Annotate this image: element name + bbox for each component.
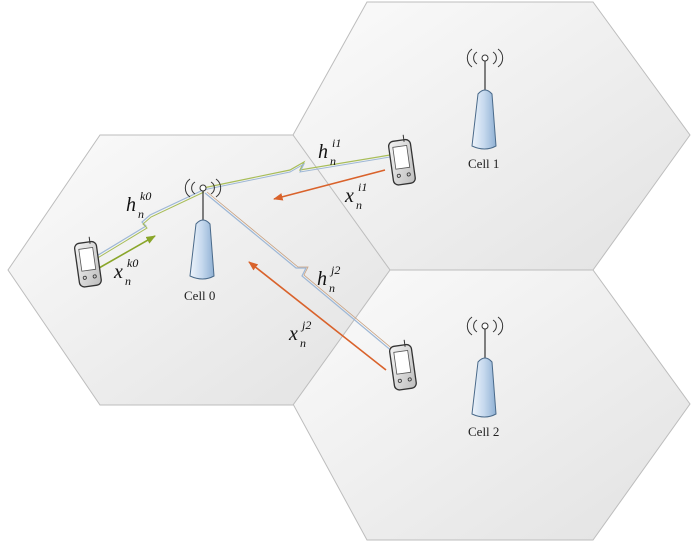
signal-sup: j2 [300,318,311,332]
signal-base: x [344,185,354,207]
signal-base: x [288,323,298,345]
channel-sup: i1 [332,136,341,150]
channel-sub: n [138,207,144,221]
signal-sub: n [125,274,131,288]
arrow-x-j2 [248,261,387,371]
tower-icon [189,219,215,280]
tower-icon [471,89,497,150]
channel-base: h [126,194,136,216]
arrow-x-i1 [273,169,386,201]
channel-sup: k0 [140,189,151,203]
channel-label-h-k0: h n k0 [126,189,151,221]
user-device-j [388,339,417,391]
base-station-cell-0 [184,178,222,280]
link-i1 [202,154,391,189]
signal-sub: n [300,336,306,350]
signal-label-x-k0: x n k0 [113,256,138,288]
antenna-waves-icon [184,178,222,198]
arrow-x-k0 [91,235,156,273]
channel-label-h-j2: h n j2 [317,263,340,295]
signal-sub: n [356,198,362,212]
signal-sup: i1 [358,180,367,194]
link-k0 [89,189,204,261]
channel-sub: n [329,281,335,295]
signal-label-x-j2: x n j2 [288,318,311,350]
channel-sub: n [330,154,336,168]
link-j2 [204,192,394,353]
cell-1-label: Cell 1 [468,156,499,171]
user-device-k [73,236,102,288]
signal-arrows [91,169,387,371]
channel-base: h [317,268,327,290]
base-station-cell-1 [466,48,504,150]
wireless-links [89,154,396,353]
antenna-waves-icon [466,48,504,68]
signal-label-x-i1: x n i1 [344,180,367,212]
signal-sup: k0 [127,256,138,270]
cell-0-label: Cell 0 [184,288,215,303]
channel-sup: j2 [329,263,340,277]
antenna-waves-icon [466,316,504,336]
base-station-cell-2 [466,316,504,418]
user-device-i [387,134,416,186]
cell-hexagons [7,1,691,541]
tower-icon [471,357,497,418]
signal-base: x [113,261,123,283]
cell-2-label: Cell 2 [468,424,499,439]
channel-base: h [318,141,328,163]
channel-label-h-i1: h n i1 [318,136,341,168]
